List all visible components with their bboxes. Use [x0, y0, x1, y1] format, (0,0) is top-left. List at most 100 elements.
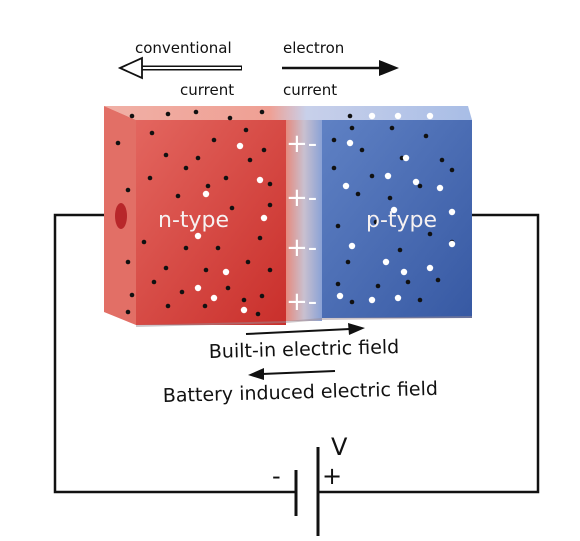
n-type-label: n-type [158, 208, 229, 233]
electron-dot [389, 125, 395, 131]
hole-dot [348, 242, 356, 250]
hole-dot [448, 208, 456, 216]
electron-dot [331, 137, 337, 143]
electron-dot [202, 303, 208, 309]
electron-dot [261, 147, 267, 153]
electron-dot [267, 202, 273, 208]
electron-dot [175, 193, 181, 199]
n-type-region [136, 120, 286, 325]
hole-dot [336, 292, 344, 300]
electron-dot [129, 292, 135, 298]
junction-charge-3: +- [286, 233, 317, 263]
circuit-wire [53, 213, 540, 494]
hole-dot [394, 294, 402, 302]
charge-carriers [115, 109, 456, 317]
hole-dot [402, 154, 410, 162]
battery-symbol [294, 447, 320, 536]
battery-voltage-label: V [331, 433, 348, 461]
electron-dot [163, 265, 169, 271]
electron-dot [241, 297, 247, 303]
hole-dot [426, 264, 434, 272]
hole-dot [426, 112, 434, 120]
hole-dot [194, 284, 202, 292]
electron-dot [373, 219, 379, 225]
hole-dot [256, 176, 264, 184]
electron-dot [149, 130, 155, 136]
electron-dot [247, 157, 253, 163]
battery-minus-label: - [272, 462, 281, 490]
electron-dot [359, 147, 365, 153]
electron-dot [331, 165, 337, 171]
hole-dot [368, 296, 376, 304]
electron-dot [151, 279, 157, 285]
battery-field-arrow [248, 368, 336, 380]
electron-dot [435, 277, 441, 283]
electron-dot [427, 231, 433, 237]
junction-charge-4: +- [286, 287, 317, 317]
electron-dot [255, 311, 261, 317]
electron-dot [355, 191, 361, 197]
electron-dot [387, 195, 393, 201]
electron-dot [147, 175, 153, 181]
electron-current-label-line1: electron [283, 39, 344, 57]
electron-dot [223, 175, 229, 181]
electron-dot [335, 223, 341, 229]
electron-dot [195, 155, 201, 161]
electron-dot [165, 111, 171, 117]
semiconductor-block [104, 106, 472, 327]
electron-dot [243, 127, 249, 133]
hole-dot [448, 240, 456, 248]
hole-dot [368, 112, 376, 120]
junction-charge-1: +- [286, 129, 317, 159]
electron-dot [369, 173, 375, 179]
electron-dot [439, 157, 445, 163]
hole-dot [240, 306, 248, 314]
electron-dot [375, 283, 381, 289]
hole-dot [202, 190, 210, 198]
electron-dot [245, 259, 251, 265]
electron-dot [129, 113, 135, 119]
battery-field-label: Battery induced electric field [163, 378, 439, 407]
hole-dot [394, 112, 402, 120]
electron-dot [345, 259, 351, 265]
electron-dot [227, 115, 233, 121]
electron-current-arrow [282, 60, 399, 76]
hole-dot [260, 214, 268, 222]
electron-dot [193, 109, 199, 115]
hole-dot [382, 258, 390, 266]
electron-dot [125, 187, 131, 193]
built-in-field-arrow [245, 323, 365, 335]
battery-plus-label: + [322, 462, 342, 490]
electron-dot [165, 303, 171, 309]
electron-dot [115, 140, 121, 146]
electron-dot [125, 309, 131, 315]
electron-dot [183, 245, 189, 251]
hole-dot [342, 182, 350, 190]
block-bottom-shadow [136, 316, 472, 327]
hole-dot [384, 172, 392, 180]
electron-dot [257, 235, 263, 241]
electron-dot [349, 299, 355, 305]
electron-dot [449, 167, 455, 173]
electron-dot [125, 259, 131, 265]
electron-dot [203, 267, 209, 273]
electron-dot [397, 247, 403, 253]
electron-dot [335, 281, 341, 287]
electron-dot [259, 293, 265, 299]
built-in-field-label: Built-in electric field [209, 336, 400, 363]
block-top-face [104, 106, 472, 120]
electron-dot [183, 165, 189, 171]
p-type-region [322, 120, 472, 318]
conventional-current-label-line2: current [180, 81, 234, 99]
electron-dot [259, 109, 265, 115]
hole-dot [436, 184, 444, 192]
electron-dot [267, 267, 273, 273]
p-type-label: p-type [366, 208, 437, 233]
electron-dot [405, 279, 411, 285]
electron-current-label-line2: current [283, 81, 337, 99]
conventional-current-arrow [117, 56, 242, 80]
electron-dot [211, 137, 217, 143]
hole-dot [210, 294, 218, 302]
